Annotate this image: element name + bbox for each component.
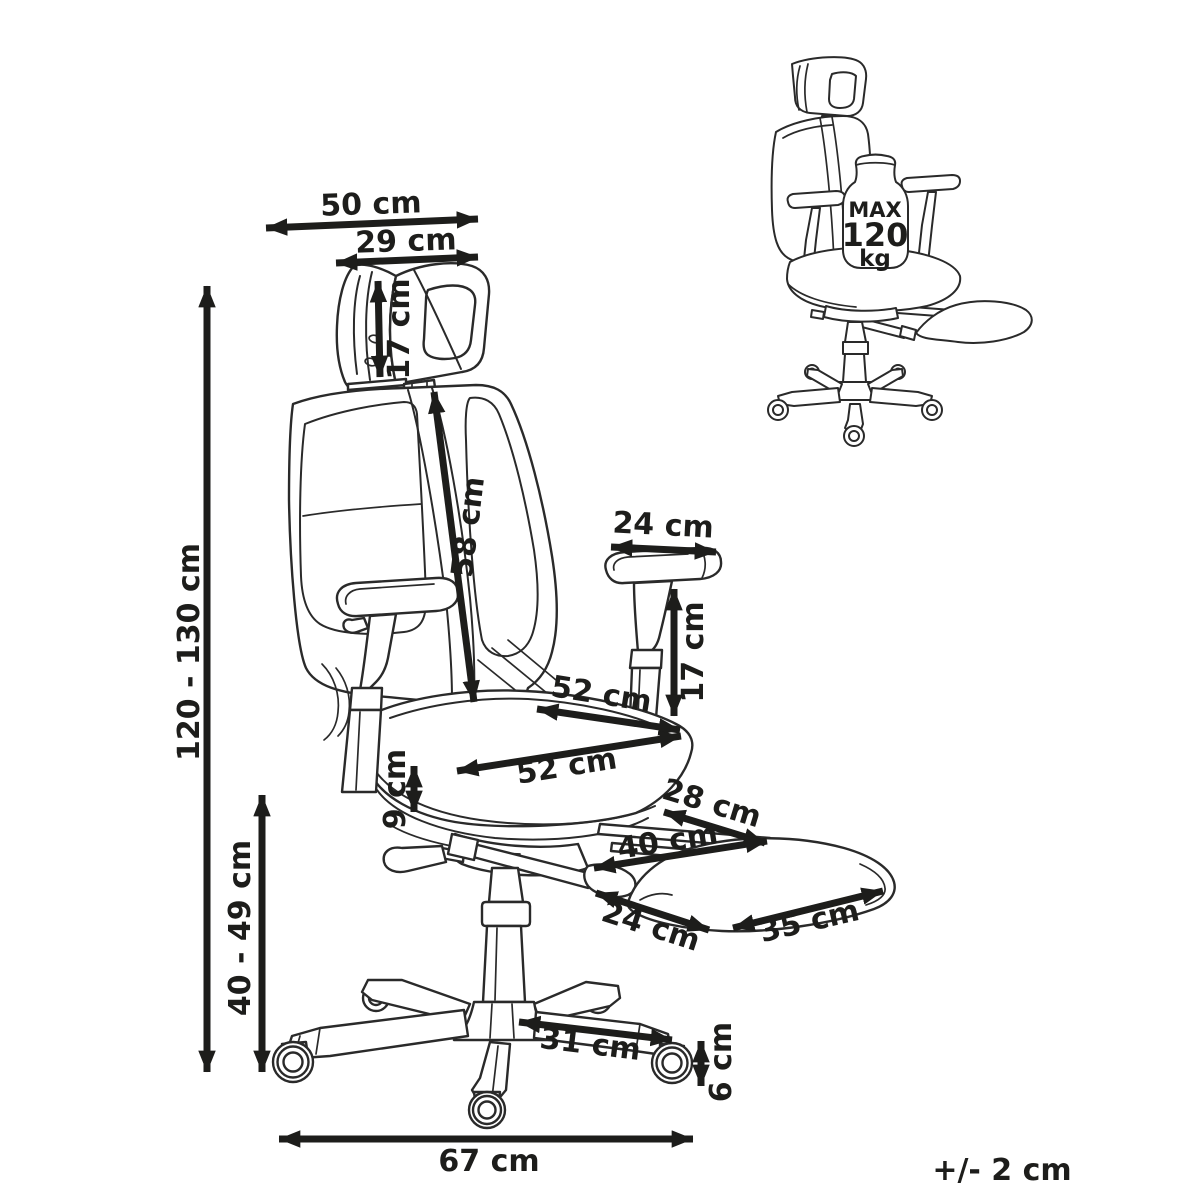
label-armrest-height: 17 cm — [676, 601, 711, 702]
label-base-width: 67 cm — [438, 1144, 539, 1179]
label-caster-height: 6 cm — [704, 1022, 739, 1102]
max-weight-value: 120 — [842, 216, 909, 254]
arrow-backrest-height — [428, 391, 480, 703]
label-armrest-pad-length: 24 cm — [612, 505, 715, 545]
label-headrest-pad-width: 29 cm — [355, 222, 457, 261]
arrow-footrest-rod — [594, 889, 711, 934]
label-seat-thickness: 9 cm — [378, 749, 413, 829]
arrow-seat-depth — [536, 703, 681, 736]
max-weight-label: MAX 120 kg — [842, 198, 909, 272]
arrow-headrest-height — [369, 280, 389, 378]
inset-column-base — [767, 305, 943, 447]
inset-chair-drawing — [767, 56, 1033, 447]
label-headrest-width: 50 cm — [320, 185, 422, 224]
gas-lift-column — [480, 866, 532, 1004]
armrest-left — [335, 576, 460, 794]
arrow-seat-width — [456, 730, 682, 777]
inset-seat — [786, 246, 962, 313]
label-seat-height: 40 - 49 cm — [223, 840, 258, 1016]
backrest — [287, 383, 559, 741]
tolerance-note: +/- 2 cm — [932, 1153, 1071, 1188]
arrow-footrest-pad-width — [732, 887, 884, 932]
arrow-footrest-reach — [593, 835, 768, 874]
arrow-base-arm — [518, 1015, 673, 1047]
label-total-height: 120 - 130 cm — [172, 543, 207, 761]
max-weight-kettle — [842, 153, 909, 269]
label-headrest-height: 17 cm — [382, 278, 417, 379]
max-weight-prefix: MAX — [848, 198, 901, 222]
arrow-headrest-width — [265, 211, 479, 236]
arrow-headrest-pad-width — [335, 249, 479, 271]
arrow-armrest-pad-length — [610, 539, 717, 560]
dimension-arrows — [198, 211, 884, 1148]
max-weight-unit: kg — [859, 246, 891, 272]
